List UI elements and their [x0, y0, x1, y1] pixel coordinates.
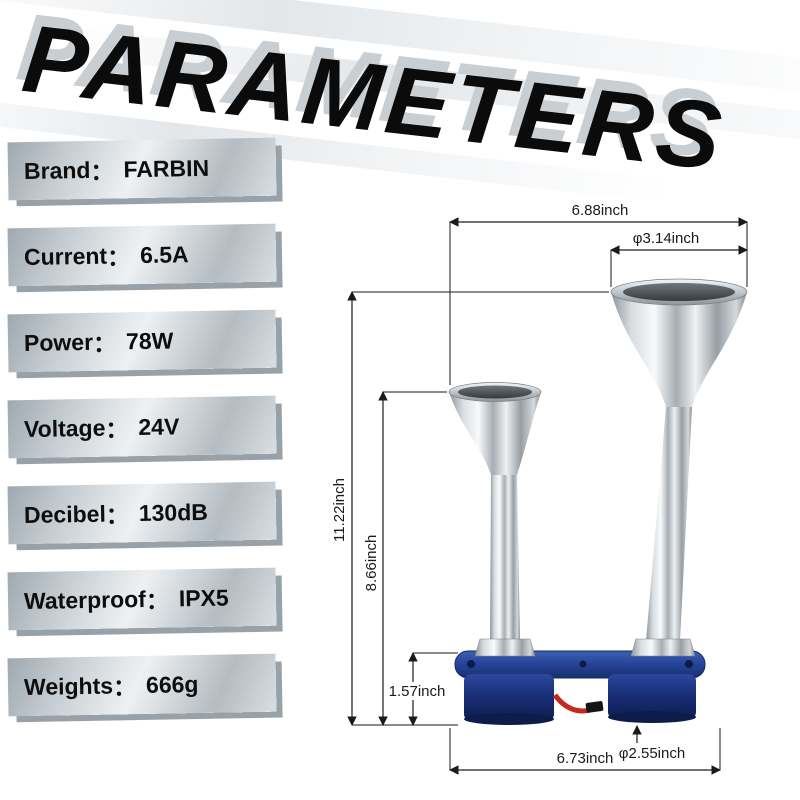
spec-label: Current: [23, 242, 108, 270]
spec-row-power: Power ： 78W: [7, 309, 277, 373]
screw-hole: [467, 660, 475, 668]
right-drum-bottom: [608, 711, 696, 723]
spec-label: Brand: [23, 156, 91, 184]
spec-colon: ：: [90, 158, 114, 185]
spec-value: 24V: [138, 412, 180, 440]
small-horn-flange: [474, 638, 536, 657]
left-drum-bottom: [464, 713, 554, 725]
product-diagram: 6.88inch φ3.14inch 11.22inch 8.66inch: [330, 195, 800, 800]
large-horn: [610, 278, 748, 657]
wire-connector: [585, 701, 604, 713]
spec-label: Power: [23, 328, 94, 356]
spec-value: 130dB: [138, 498, 209, 526]
screw-hole: [579, 660, 587, 668]
spec-colon: ：: [105, 416, 129, 443]
small-horn-bell: [449, 392, 541, 475]
spec-value: 666g: [145, 670, 199, 698]
spec-value: IPX5: [178, 583, 229, 611]
large-horn-bell: [611, 292, 747, 407]
spec-colon: ：: [145, 587, 170, 614]
air-horn-diagram: 6.88inch φ3.14inch 11.22inch 8.66inch: [331, 202, 748, 775]
spec-label: Decibel: [23, 500, 107, 528]
dim-label-base-height: 1.57inch: [389, 683, 446, 700]
dim-label-base-drum-diameter: φ2.55inch: [619, 745, 685, 762]
spec-colon: ：: [105, 502, 130, 529]
dim-label-bottom-width: 6.73inch: [557, 750, 614, 767]
spec-value: 78W: [125, 326, 174, 354]
spec-row-brand: Brand ： FARBIN: [7, 137, 277, 201]
spec-label: Voltage: [23, 414, 106, 442]
dimension-trumpet-diameter: φ3.14inch: [610, 230, 748, 287]
spec-row-weights: Weights ： 666g: [7, 653, 277, 717]
right-compressor-drum: [608, 674, 696, 719]
dimension-bottom-width: 6.73inch: [449, 728, 721, 775]
screw-hole: [685, 660, 693, 668]
left-compressor-drum: [464, 674, 554, 721]
dimension-base-height: 1.57inch: [385, 652, 458, 726]
large-horn-stem: [646, 407, 692, 641]
large-horn-flange: [630, 638, 696, 657]
power-wire: [552, 693, 591, 714]
horn-base-assembly: [454, 650, 706, 725]
spec-colon: ：: [112, 674, 137, 701]
dim-label-top-width: 6.88inch: [572, 202, 629, 219]
spec-row-waterproof: Waterproof ： IPX5: [7, 567, 277, 631]
large-horn-mouth-opening: [623, 283, 735, 301]
spec-colon: ：: [106, 244, 131, 271]
dimension-small-horn-height: 8.66inch: [363, 391, 447, 726]
spec-row-voltage: Voltage ： 24V: [7, 395, 277, 459]
spec-list: Brand ： FARBIN Current ： 6.5A Power ： 78…: [7, 137, 277, 717]
dim-label-backing: [385, 682, 449, 700]
dim-label-trumpet-diameter: φ3.14inch: [633, 230, 699, 247]
dim-label-small-horn-height: 8.66inch: [363, 535, 380, 592]
spec-value: 6.5A: [139, 240, 189, 268]
spec-row-current: Current ： 6.5A: [7, 223, 277, 287]
small-horn: [448, 382, 542, 657]
spec-label: Weights: [23, 672, 114, 700]
small-horn-mouth-opening: [458, 385, 532, 399]
dim-label-total-height: 11.22inch: [331, 478, 348, 542]
spec-row-decibel: Decibel ： 130dB: [7, 481, 277, 545]
small-horn-stem: [490, 475, 520, 641]
spec-label: Waterproof: [23, 585, 147, 614]
dimension-base-drum-diameter: φ2.55inch: [619, 725, 685, 762]
dimension-total-height: 11.22inch: [331, 291, 609, 726]
spec-colon: ：: [92, 330, 117, 357]
spec-value: FARBIN: [123, 154, 210, 182]
